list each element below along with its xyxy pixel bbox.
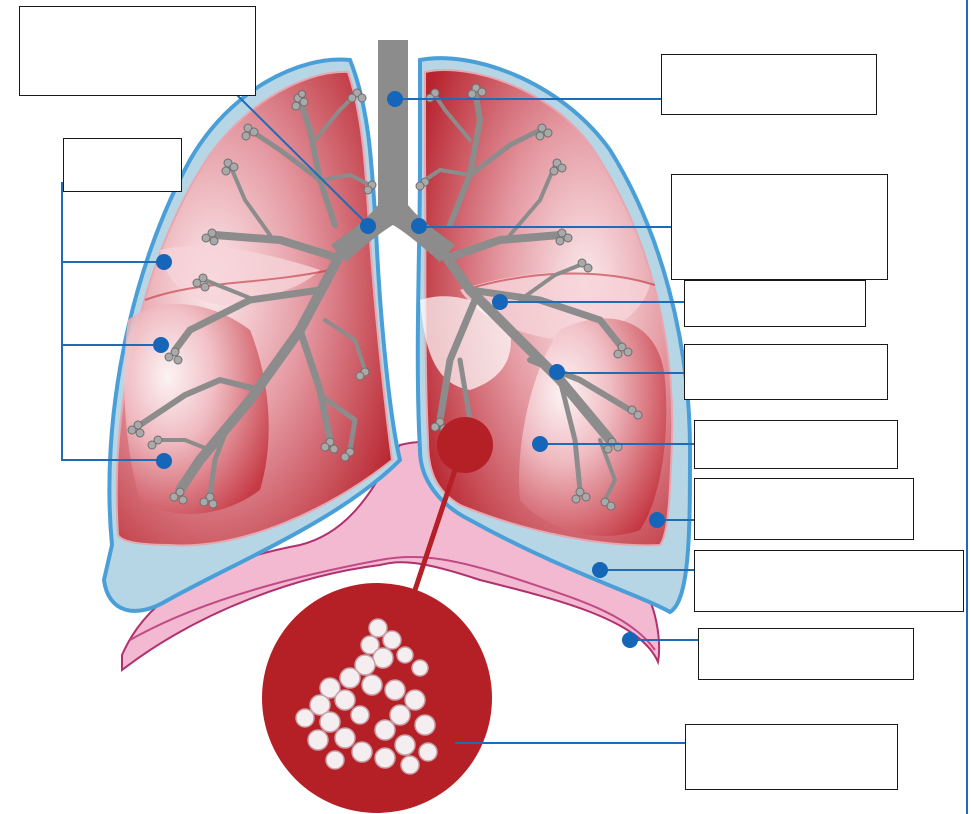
marker-dot-05 [387, 91, 403, 107]
alveoli-source-circle [437, 417, 493, 473]
label-box-02[interactable] [63, 138, 182, 192]
label-box-07[interactable] [694, 420, 898, 469]
marker-dot-08 [549, 364, 565, 380]
label-box-10[interactable] [698, 628, 914, 680]
marker-dot-01 [360, 218, 376, 234]
marker-dot-09 [532, 436, 548, 452]
label-box-05[interactable] [684, 280, 866, 327]
label-box-09[interactable] [694, 550, 964, 612]
label-box-11[interactable] [685, 724, 898, 790]
marker-dot-10 [649, 512, 665, 528]
label-box-08[interactable] [694, 478, 914, 540]
label-box-06[interactable] [684, 344, 888, 400]
marker-dot-04 [156, 453, 172, 469]
marker-dot-02 [156, 254, 172, 270]
label-box-04[interactable] [671, 174, 888, 280]
label-box-01[interactable] [19, 6, 256, 96]
label-box-03[interactable] [661, 54, 877, 115]
right-edge-rule [966, 0, 968, 814]
marker-dot-12 [622, 632, 638, 648]
trachea [378, 40, 408, 215]
marker-dot-07 [492, 294, 508, 310]
marker-dot-03 [153, 337, 169, 353]
marker-dot-11 [592, 562, 608, 578]
marker-dot-06 [411, 218, 427, 234]
alveoli-magnified-circle [262, 583, 492, 813]
